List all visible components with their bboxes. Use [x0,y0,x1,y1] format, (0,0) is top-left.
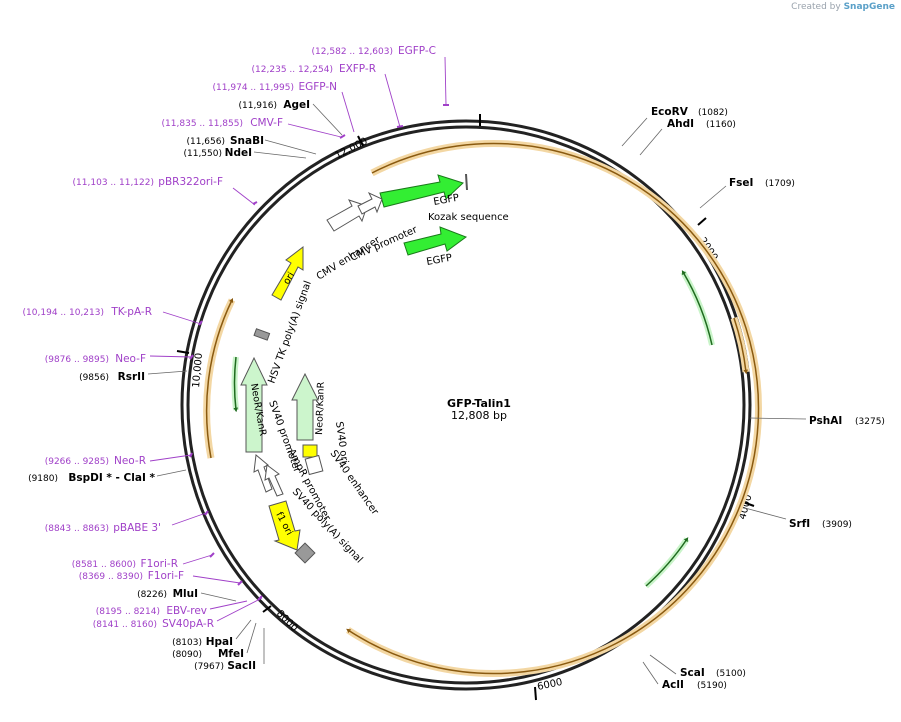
primer-f1ori-r: F1ori-R [141,558,178,570]
neor-center-arrow [291,372,319,441]
enzyme-rsrii-pos: (9856) [79,373,109,383]
primer-pbr322ori-f: pBR322ori-F [158,176,223,188]
enzyme-acli-pos: (5190) [697,681,727,691]
inner-green-arcs [231,270,715,589]
orf-arc-talin-main [346,140,762,677]
enzyme-acli: AclI [662,679,684,691]
tick-12000: 12,000 [333,136,369,162]
primer-pbabe3-range: (8843 .. 8863) [45,524,109,534]
tick-8000: 8000 [274,608,300,634]
enzyme-hpai: HpaI [206,636,233,648]
enzyme-ecorv: EcoRV [651,106,689,118]
enzyme-srfi-pos: (3909) [822,520,852,530]
primer-tk-pa-r: TK-pA-R [110,306,152,318]
primer-ebv-rev: EBV-rev [166,605,207,617]
primer-neo-f: Neo-F [115,353,146,365]
feature-label-egfp-lower: EGFP [426,253,453,268]
primer-egfp-n: EGFP-N [298,81,337,93]
egfp-arrow-lower [403,226,468,256]
primer-sv40pa-r: SV40pA-R [162,618,214,630]
egfp-arrow-upper [379,174,464,208]
backbone-outer [180,119,752,691]
enzyme-ecorv-pos: (1082) [698,108,728,118]
orf-arcs [203,140,762,677]
primer-neo-r: Neo-R [114,455,146,467]
feature-label-egfp-upper: EGFP [433,193,460,208]
enzyme-hpai-pos: (8103) [172,638,202,648]
enzyme-fsei-pos: (1709) [765,179,795,189]
ori-arrow [271,245,304,301]
hsv-tk-polya-box [253,328,271,341]
sv40-ori-box [302,444,318,458]
primer-tk-pa-r-range: (10,194 .. 10,213) [23,308,104,318]
enzyme-scai: ScaI [680,667,705,679]
primer-exfp-r: EXFP-R [339,63,376,75]
enzyme-srfi: SrfI [789,518,810,530]
primer-cmv-f: CMV-F [250,117,283,129]
tick-6000: 6000 [536,677,563,693]
kozak-mark [465,173,468,191]
enzyme-leaders [147,103,807,685]
snapgene-logo: SnapGene [843,2,895,12]
primer-pbr322ori-f-range: (11,103 .. 11,122) [73,178,154,188]
primer-pbabe3: pBABE 3' [113,522,161,534]
enzyme-agei-pos: (11,916) [238,101,277,111]
primer-cmv-f-range: (11,835 .. 11,855) [162,119,243,129]
enzyme-mlui: MluI [173,588,198,600]
primer-ebv-rev-range: (8195 .. 8214) [96,607,160,617]
primer-neo-f-range: (9876 .. 9895) [45,355,109,365]
tick-10000: 10,000 [191,352,205,388]
primer-egfp-c-range: (12,582 .. 12,603) [312,47,393,57]
enzyme-bspdi-clai: BspDI * - ClaI * [68,472,155,484]
enzyme-ndei: NdeI [225,147,252,159]
feature-label-sv40-enhancer: SV40 enhancer [328,448,381,517]
enzyme-snabi-pos: (11,656) [186,137,225,147]
enzyme-snabi: SnaBI [230,135,264,147]
feature-label-cmv-enhancer: CMV enhancer [315,234,383,282]
cmv-promoter-arrow [357,191,383,215]
f1-ori-arrow [268,500,301,551]
sv40-promoter-arrow [253,454,273,493]
primer-exfp-r-range: (12,235 .. 12,254) [252,65,333,75]
primer-f1ori-r-range: (8581 .. 8600) [72,560,136,570]
enzyme-sacii-pos: (7967) [194,662,224,672]
sv40-enhancer-box [304,454,324,476]
enzyme-fsei: FseI [729,177,753,189]
enzyme-pshai-pos: (3275) [855,417,885,427]
enzyme-sacii: SacII [227,660,256,672]
enzyme-mfei: MfeI [218,648,244,660]
primer-sv40pa-r-range: (8141 .. 8160) [93,620,157,630]
backbone-inner [186,125,746,685]
enzyme-clai-pos: (9180) [28,474,58,484]
primer-egfp-c: EGFP-C [398,45,436,57]
primer-marks [189,104,449,601]
primer-f1ori-f-range: (8369 .. 8390) [79,572,143,582]
enzyme-mfei-pos: (8090) [172,650,202,660]
primer-egfp-n-range: (11,974 .. 11,995) [213,83,294,93]
enzyme-pshai: PshAI [809,415,842,427]
enzyme-ahdi-pos: (1160) [706,120,736,130]
snapgene-credit: Created by SnapGene [791,2,895,12]
plasmid-size: 12,808 bp [451,409,507,422]
orf-arc-left [203,298,236,459]
cmv-enhancer-arrow [326,199,368,232]
enzyme-scai-pos: (5100) [716,669,746,679]
enzyme-rsrii: RsrII [118,371,145,383]
enzyme-ndei-pos: (11,550) [183,149,222,159]
enzyme-agei: AgeI [283,99,310,111]
enzyme-ahdi: AhdI [667,118,694,130]
ampr-promoter-arrow [264,464,284,497]
sv40-polya-box [294,542,316,564]
primer-f1ori-f: F1ori-F [148,570,184,582]
feature-label-kozak: Kozak sequence [428,212,509,223]
enzyme-mlui-pos: (8226) [137,590,167,600]
plasmid-name: GFP-Talin1 [447,397,511,410]
neor-left-arrow [240,356,268,453]
feature-label-neor-center: NeoR/KanR [314,381,327,435]
primer-neo-r-range: (9266 .. 9285) [45,457,109,467]
primer-leaders [149,56,447,622]
